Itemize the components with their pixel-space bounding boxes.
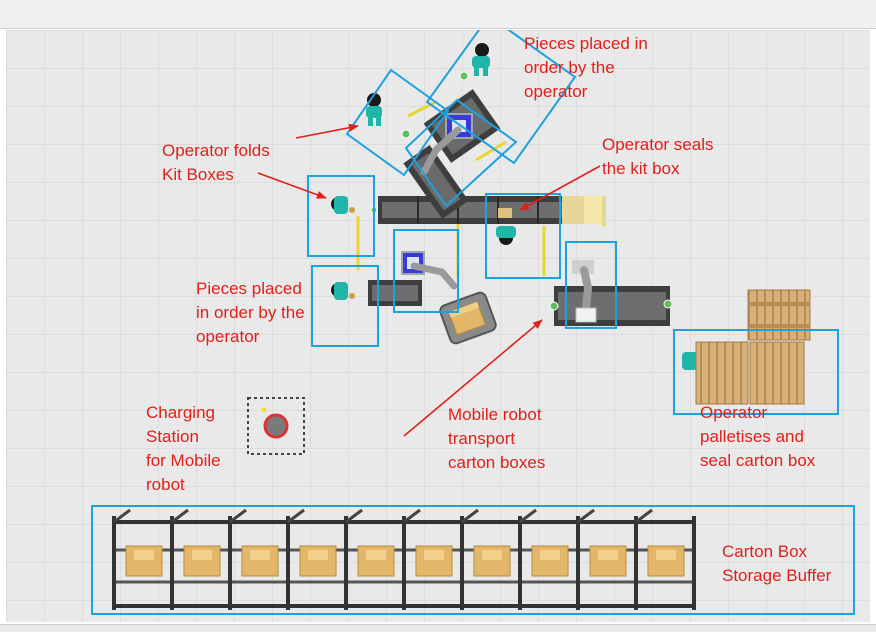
- rack-cell: [170, 508, 221, 610]
- window-bottom-band: [0, 624, 876, 632]
- robot-arm-icon: [572, 260, 597, 323]
- annotation-palletises: Operator palletises and seal carton box: [700, 401, 815, 473]
- operator-icon: [366, 93, 382, 126]
- annotation-line: in order by the: [196, 303, 305, 322]
- annotation-line: operator: [524, 82, 588, 101]
- rack-cell: [576, 508, 627, 610]
- layout-drawing: [91, 30, 855, 615]
- carton-box: [241, 545, 279, 577]
- carton-rack-icon: [112, 508, 696, 610]
- factory-floor-layout: Pieces placed in order by the operator O…: [6, 30, 870, 622]
- operator-icon: [472, 43, 490, 76]
- operator-icon: [331, 282, 355, 300]
- pallet-icon: [695, 341, 749, 405]
- zone-robot-left: [393, 229, 459, 313]
- annotation-line: Kit Boxes: [162, 165, 234, 184]
- carton-box: [589, 545, 627, 577]
- annotation-line: for Mobile: [146, 451, 221, 470]
- rack-cell: [460, 508, 511, 610]
- annotation-line: carton boxes: [448, 453, 546, 472]
- robot-arm-icon: [401, 251, 458, 290]
- annotation-folds: Operator folds Kit Boxes: [162, 139, 270, 187]
- rack-cell: [112, 508, 163, 610]
- zone-robot-top: [404, 98, 518, 208]
- rack-cell: [344, 508, 395, 610]
- operator-icon: [496, 208, 516, 245]
- annotation-seals: Operator seals the kit box: [602, 133, 714, 181]
- conveyor-main-horizontal: [378, 196, 606, 224]
- zone-outlines: [91, 30, 855, 615]
- zone-seal-station: [485, 193, 561, 279]
- rack-cell: [228, 508, 279, 610]
- zone-robot-right: [565, 241, 617, 329]
- annotation-line: Operator seals: [602, 135, 714, 154]
- arrow-folds-left: [257, 172, 327, 199]
- carton-box: [415, 545, 453, 577]
- rack-cell: [402, 508, 453, 610]
- annotation-line: Operator: [700, 403, 768, 422]
- annotation-line: robot: [146, 475, 185, 494]
- rack-cell: [634, 508, 685, 610]
- annotation-line: Mobile robot: [448, 405, 542, 424]
- zone-carton-buffer: [91, 505, 855, 615]
- annotation-buffer: Carton Box Storage Buffer: [722, 540, 831, 588]
- annotation-pieces-top: Pieces placed in order by the operator: [524, 32, 648, 104]
- conveyor-right-lower: [549, 286, 673, 326]
- annotation-line: the kit box: [602, 159, 680, 178]
- annotation-line: Pieces placed: [196, 279, 302, 298]
- charging-pad-icon: [247, 397, 305, 455]
- arrow-seals: [519, 165, 601, 211]
- rack-cell: [518, 508, 569, 610]
- annotation-line: Charging: [146, 403, 215, 422]
- annotation-arrows: [257, 123, 601, 437]
- annotation-line: Carton Box: [722, 542, 808, 561]
- annotation-mobile: Mobile robot transport carton boxes: [448, 403, 545, 475]
- annotation-line: operator: [196, 327, 260, 346]
- annotation-line: order by the: [524, 58, 615, 77]
- annotation-line: Storage Buffer: [722, 566, 832, 585]
- pallet-icon: [747, 289, 811, 341]
- annotation-charging: Charging Station for Mobile robot: [146, 401, 221, 497]
- annotation-line: Pieces placed in: [524, 34, 648, 53]
- annotation-line: palletises and: [700, 427, 804, 446]
- zone-fold-station: [307, 175, 375, 257]
- annotation-line: Station: [146, 427, 199, 446]
- zone-palletise: [673, 329, 839, 415]
- annotation-pieces-left: Pieces placed in order by the operator: [196, 277, 305, 349]
- arrow-mobile-robot: [403, 319, 543, 437]
- carton-box: [473, 545, 511, 577]
- annotation-line: transport: [448, 429, 516, 448]
- annotation-line: seal carton box: [700, 451, 816, 470]
- rack-cell: [286, 508, 337, 610]
- mobile-robot-icon: [439, 291, 497, 345]
- zone-fold-operator: [345, 68, 450, 177]
- zone-top-operator: [425, 30, 577, 165]
- annotation-line: Operator folds: [162, 141, 270, 160]
- arrow-folds-top: [295, 123, 359, 139]
- operator-icon: [331, 196, 355, 214]
- pallet-icon: [749, 341, 805, 405]
- zone-pieces-left: [311, 265, 379, 347]
- window-top-band: [0, 0, 876, 29]
